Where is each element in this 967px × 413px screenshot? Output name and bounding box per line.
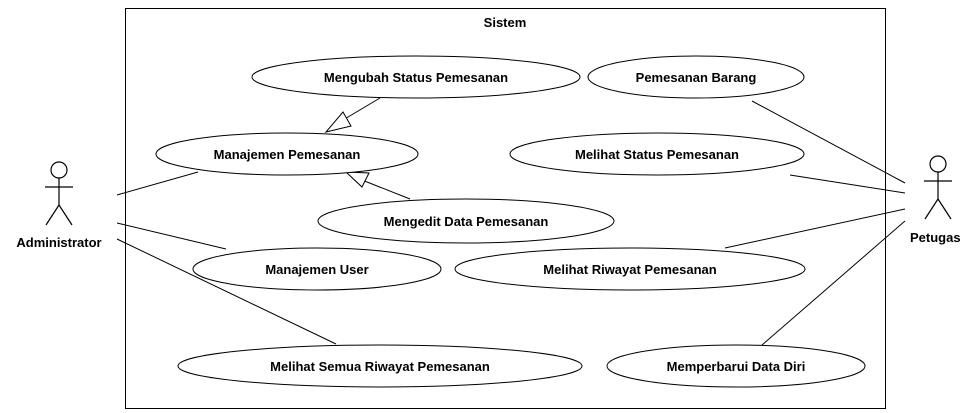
- assoc-admin-manajemen-user: [116, 222, 227, 250]
- use-case-memperbarui-data-diri[interactable]: Memperbarui Data Diri: [606, 344, 866, 388]
- use-case-label: Melihat Semua Riwayat Pemesanan: [270, 359, 490, 374]
- use-case-ellipse: [606, 344, 866, 388]
- actor-figure-icon: [45, 161, 73, 226]
- assoc-admin-melihat-semua-riwayat: [116, 238, 337, 345]
- use-case-label: Melihat Riwayat Pemesanan: [543, 262, 716, 277]
- use-case-ellipse: [155, 132, 419, 176]
- assoc-admin-manajemen-pemesanan: [116, 171, 199, 196]
- assoc-petugas-pemesanan-barang: [751, 100, 906, 184]
- actor-administrator[interactable]: Administrator: [16, 161, 102, 250]
- use-case-melihat-riwayat-pemesanan[interactable]: Melihat Riwayat Pemesanan: [454, 247, 806, 291]
- use-case-mengedit-data-pemesanan[interactable]: Mengedit Data Pemesanan: [317, 198, 615, 244]
- generalization-arrowhead: [344, 171, 370, 188]
- actor-label: Administrator: [16, 235, 101, 250]
- use-case-label: Manajemen Pemesanan: [214, 147, 361, 162]
- use-case-melihat-status-pemesanan[interactable]: Melihat Status Pemesanan: [509, 132, 805, 176]
- use-case-ellipse: [317, 198, 615, 244]
- use-case-label: Manajemen User: [265, 262, 368, 277]
- use-case-pemesanan-barang[interactable]: Pemesanan Barang: [587, 55, 805, 99]
- use-case-ellipse: [454, 247, 806, 291]
- assoc-petugas-memperbarui-data: [761, 220, 906, 346]
- use-case-label: Pemesanan Barang: [636, 70, 757, 85]
- use-case-label: Memperbarui Data Diri: [667, 359, 806, 374]
- use-case-label: Melihat Status Pemesanan: [575, 147, 739, 162]
- system-title: Sistem: [484, 15, 527, 30]
- use-case-ellipse: [587, 55, 805, 99]
- actor-figure-icon: [924, 155, 952, 220]
- use-case-ellipse: [177, 344, 583, 388]
- actor-label: Petugas: [910, 230, 961, 245]
- use-case-ellipse: [192, 247, 442, 291]
- use-case-manajemen-user[interactable]: Manajemen User: [192, 247, 442, 291]
- assoc-petugas-melihat-status: [789, 174, 906, 194]
- generalization-arrowhead: [324, 111, 352, 133]
- assoc-petugas-melihat-riwayat: [724, 208, 906, 249]
- use-case-manajemen-pemesanan[interactable]: Manajemen Pemesanan: [155, 132, 419, 176]
- use-case-ellipse: [509, 132, 805, 176]
- use-case-mengubah-status-pemesanan[interactable]: Mengubah Status Pemesanan: [251, 55, 581, 99]
- generalization-mengedit-to-manajemen: [361, 179, 411, 200]
- generalization-mengubah-to-manajemen: [342, 97, 381, 121]
- actor-petugas[interactable]: Petugas: [910, 155, 961, 245]
- use-case-ellipse: [251, 55, 581, 99]
- use-case-label: Mengedit Data Pemesanan: [384, 214, 549, 229]
- use-case-melihat-semua-riwayat-pemesanan[interactable]: Melihat Semua Riwayat Pemesanan: [177, 344, 583, 388]
- use-case-label: Mengubah Status Pemesanan: [324, 70, 508, 85]
